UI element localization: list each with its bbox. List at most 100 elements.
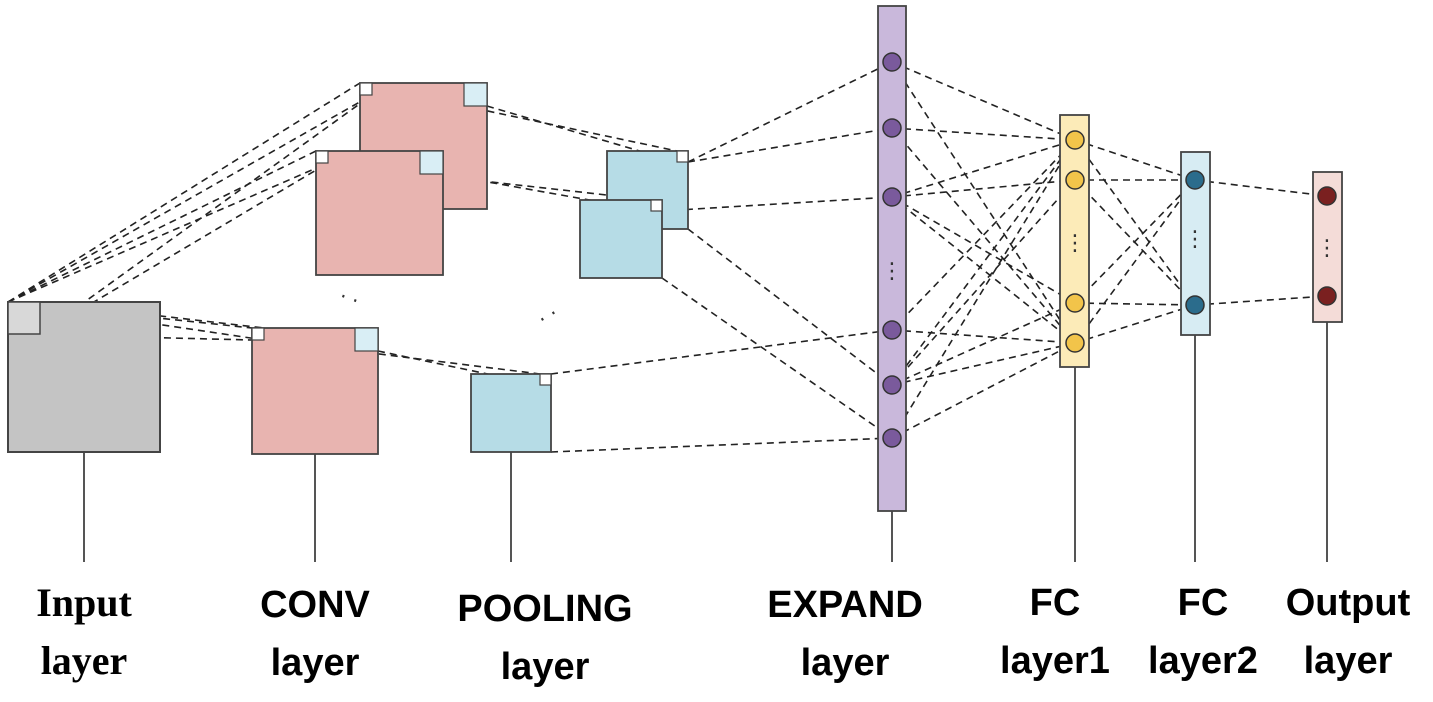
pool-map-front — [579, 199, 663, 279]
dashed-connection — [1074, 179, 1196, 344]
dashed-connection — [891, 139, 1076, 386]
expand-node — [882, 428, 902, 448]
dashed-connection — [550, 329, 893, 375]
dashed-connection — [661, 277, 893, 439]
dashed-connection — [1074, 179, 1196, 304]
conv-kernel-back — [463, 82, 488, 107]
fc1-bar — [1059, 114, 1090, 368]
fc2-node — [1185, 170, 1205, 190]
fc1-node — [1065, 333, 1085, 353]
expand-node — [882, 320, 902, 340]
input-layer-group — [7, 301, 161, 453]
conv-layer-label-line2: layer — [270, 642, 360, 684]
pool-map-bottom — [470, 373, 552, 453]
conv-layer-group — [251, 82, 488, 455]
output-node — [1317, 286, 1337, 306]
input-kernel-window — [7, 301, 41, 335]
expand-layer-group: ⋮ — [877, 5, 907, 512]
fc2-layer-label: FC layer2 — [1128, 574, 1278, 690]
dashed-connection — [687, 127, 893, 163]
fc1-ellipsis: ⋮ — [1064, 231, 1086, 256]
dashed-connection — [891, 139, 1076, 331]
fc2-layer-label-line2: layer2 — [1148, 640, 1258, 682]
dashed-connection — [891, 342, 1076, 386]
input-layer-label-line1: Input — [36, 580, 132, 625]
expand-bar — [877, 5, 907, 512]
input-layer-label: Input layer — [4, 574, 164, 690]
output-layer-label: Output layer — [1268, 574, 1428, 690]
dashed-connection — [891, 196, 1076, 304]
dashed-connection — [7, 162, 329, 303]
expand-layer-label-line2: layer — [800, 642, 890, 684]
fc2-nodes — [1185, 170, 1205, 315]
dashed-connection — [891, 329, 1076, 344]
output-layer-group: ⋮ — [1312, 171, 1343, 323]
pooling-layer-group — [470, 150, 689, 453]
dashed-connection — [7, 82, 361, 303]
conv-kernel-back-small — [359, 82, 373, 96]
conv-layer-label-line1: CONV — [260, 584, 370, 626]
dashed-connection — [891, 179, 1076, 386]
pool-kernel-front — [650, 199, 663, 212]
fc2-layer-label-line1: FC — [1177, 582, 1229, 624]
expand-layer-label: EXPAND layer — [730, 576, 960, 692]
fc1-layer-label-line2: layer1 — [1000, 640, 1110, 682]
dashed-connection — [486, 105, 678, 163]
conv-kernel-front-small — [315, 150, 329, 164]
fc1-node — [1065, 170, 1085, 190]
output-ellipsis: ⋮ — [1316, 236, 1338, 261]
pool-kernel-bottom — [539, 373, 552, 386]
expand-nodes — [882, 52, 902, 448]
fc1-nodes — [1065, 130, 1085, 353]
dashed-connection — [891, 342, 1076, 439]
conv-kernel-front — [419, 150, 444, 175]
dashed-connection — [1194, 295, 1328, 306]
dashed-connection — [891, 127, 1076, 344]
fc2-ellipsis: ⋮ — [1184, 227, 1206, 252]
dashed-connection — [39, 94, 373, 335]
dashed-connection — [1074, 302, 1196, 306]
dashed-connection — [891, 196, 1076, 344]
dashed-connection — [891, 139, 1076, 198]
expand-layer-label-line1: EXPAND — [767, 584, 923, 626]
dashed-connection — [550, 437, 893, 453]
dashed-connection — [39, 162, 329, 335]
conv-layer-label: CONV layer — [215, 576, 415, 692]
dashed-connection — [7, 94, 373, 303]
dashed-connection — [891, 127, 1076, 141]
output-node — [1317, 186, 1337, 206]
expand-node — [882, 187, 902, 207]
dashed-connection — [661, 196, 893, 212]
pool-kernel-back — [676, 150, 689, 163]
pooling-layer-label-line1: POOLING — [457, 588, 633, 630]
dashed-connection — [687, 61, 893, 163]
conv-ellipsis: · · — [336, 284, 362, 313]
fc1-layer-label: FC layer1 — [980, 574, 1130, 690]
dashed-connection — [891, 179, 1076, 198]
label-connectors — [83, 322, 1328, 562]
output-layer-label-line1: Output — [1285, 582, 1411, 624]
fc2-layer-group: ⋮ — [1180, 151, 1211, 336]
expand-node — [882, 375, 902, 395]
dashed-connection — [354, 350, 541, 375]
fc1-layer-group: ⋮ — [1059, 114, 1090, 368]
input-layer-label-line2: layer — [40, 638, 128, 683]
dashed-connection — [7, 150, 317, 303]
expand-node — [882, 52, 902, 72]
dashed-connection — [891, 61, 1076, 344]
fc1-node — [1065, 293, 1085, 313]
output-layer-label-line2: layer — [1303, 640, 1393, 682]
pooling-layer-label-line2: layer — [500, 646, 590, 688]
fc1-layer-label-line1: FC — [1029, 582, 1081, 624]
conv-kernel-bottom-small — [251, 327, 265, 341]
dashed-connection — [891, 61, 1076, 141]
fc2-node — [1185, 295, 1205, 315]
dashed-connection — [463, 105, 678, 152]
dashed-connection — [1194, 179, 1328, 197]
dashed-connection — [1074, 304, 1196, 344]
pool-ellipsis: · · — [534, 301, 563, 331]
dashed-connection — [687, 228, 893, 386]
fc1-node — [1065, 130, 1085, 150]
dashed-connection — [891, 139, 1076, 439]
